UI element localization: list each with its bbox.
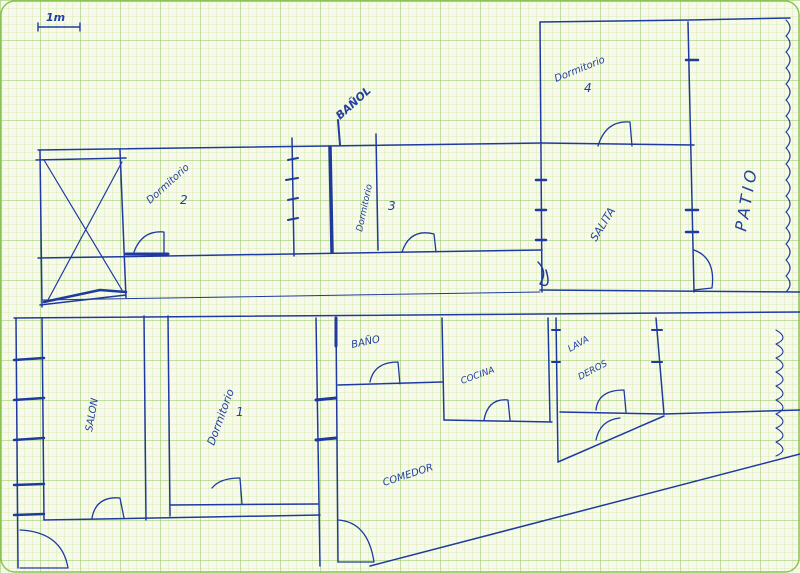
- room-number-dormitorio-2: 2: [180, 193, 188, 207]
- door-swing-bano: [369, 361, 401, 385]
- room-number-dormitorio-1: 1: [236, 405, 244, 419]
- garden-edge-wave: [775, 329, 784, 457]
- door-swing-entrance: [19, 529, 69, 569]
- upper-wing-walls: [35, 119, 543, 308]
- room-number-dormitorio-3: 3: [388, 199, 396, 213]
- scale-bar: 1m: [37, 11, 81, 32]
- door-swing-dormitorio-3: [401, 232, 437, 253]
- patio-edge-wave: [785, 19, 791, 293]
- door-swing-salita: [693, 249, 714, 291]
- door-swing-cocina: [483, 399, 511, 421]
- room-number-dormitorio-4: 4: [584, 81, 592, 95]
- northeast-block-walls: [41, 17, 800, 301]
- door-swing-comedor: [337, 519, 375, 563]
- lower-wing-walls: [12, 311, 800, 569]
- door-swing-dormitorio-2: [133, 231, 165, 255]
- door-swing-dormitorio-1: [211, 477, 243, 505]
- scale-label: 1m: [46, 11, 65, 24]
- door-swing-dormitorio-4: [597, 121, 633, 147]
- door-swing-salon: [91, 497, 125, 519]
- door-swing-lavadero: [595, 389, 627, 441]
